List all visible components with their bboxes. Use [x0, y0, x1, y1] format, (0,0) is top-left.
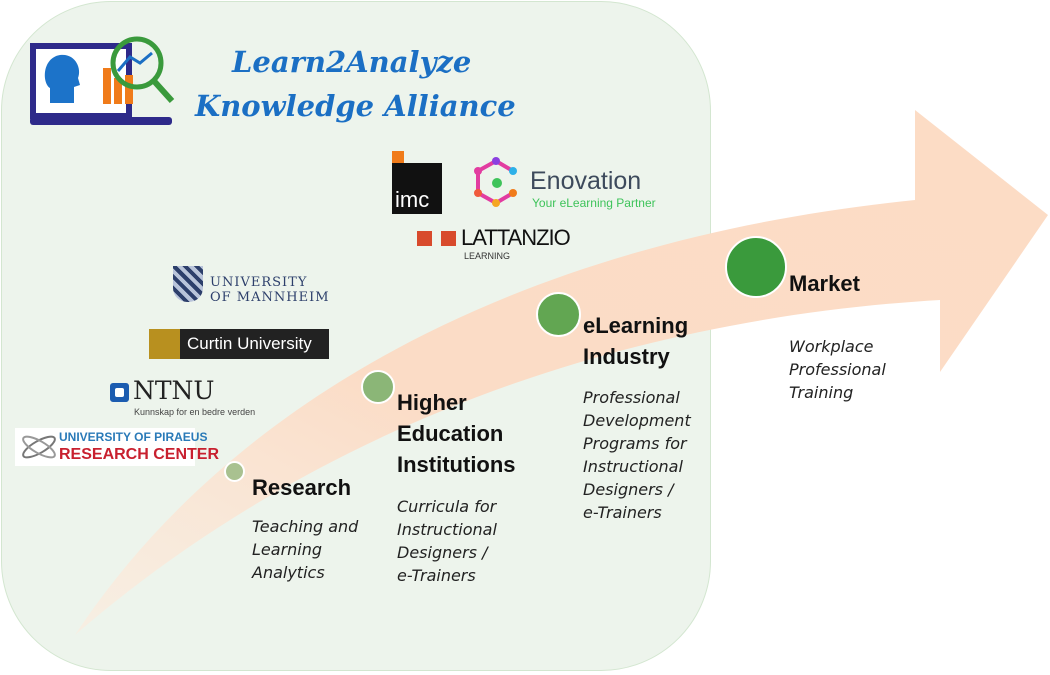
desc-line: Designers /	[397, 543, 488, 562]
desc-line: Programs for	[583, 434, 687, 453]
stage-research-title: Research	[252, 475, 352, 500]
desc-line: Designers /	[583, 480, 674, 499]
desc-line: Learning	[252, 540, 323, 559]
piraeus-line1: UNIVERSITY OF PIRAEUS	[59, 430, 208, 444]
desc-line: Workplace	[789, 337, 874, 356]
elearning-dot	[536, 292, 581, 337]
title-line1: Learn2Analyze	[232, 45, 472, 79]
desc-line: Development	[583, 411, 691, 430]
desc-line: Instructional	[397, 520, 497, 539]
enovation-tagline: Your eLearning Partner	[532, 196, 656, 210]
stage-market-title: Market	[789, 271, 860, 296]
mannheim-crest-icon	[173, 266, 203, 302]
lattanzio-sub: LEARNING	[464, 251, 511, 261]
desc-line: Instructional	[583, 457, 683, 476]
desc-line: e-Trainers	[583, 503, 662, 522]
title-line2: Knowledge Alliance	[195, 89, 516, 123]
mannheim-line1: UNIVERSITY	[210, 275, 308, 290]
ntnu-tagline: Kunnskap for en bedre verden	[134, 407, 256, 417]
desc-line: Professional	[583, 388, 680, 407]
mannheim-line2: OF MANNHEIM	[210, 290, 330, 305]
desc-line: e-Trainers	[397, 566, 476, 585]
enovation-name: Enovation	[530, 167, 642, 195]
market-dot	[725, 236, 787, 298]
lattanzio-mark-1	[417, 231, 432, 246]
imc-logo-mark	[392, 151, 404, 163]
ntnu-name: NTNU	[133, 376, 215, 405]
desc-line: Professional	[789, 360, 886, 379]
lattanzio-name: LATTANZIO	[461, 225, 571, 250]
title-line: Industry	[583, 344, 670, 369]
piraeus-line2: RESEARCH CENTER	[59, 446, 220, 463]
desc-line: Analytics	[252, 563, 325, 582]
research-dot	[224, 461, 245, 482]
curtin-crest-icon	[149, 329, 180, 359]
title-line: Education	[397, 421, 504, 446]
title-line: eLearning	[583, 313, 689, 338]
lattanzio-mark-2	[441, 231, 456, 246]
desc-line: Training	[789, 383, 854, 402]
ntnu-mark-icon	[110, 383, 129, 402]
learn2analyze-logo-icon	[30, 36, 175, 125]
curtin-logo: Curtin University	[180, 329, 329, 359]
imc-logo: imc	[392, 163, 442, 214]
enovation-logo-icon	[474, 157, 517, 207]
title-line: Institutions	[397, 452, 516, 477]
hei-dot	[361, 370, 395, 404]
desc-line: Curricula for	[397, 497, 497, 516]
piraeus-orbit-icon	[22, 435, 56, 459]
desc-line: Teaching and	[252, 517, 359, 536]
piraeus-logo: UNIVERSITY OF PIRAEUS RESEARCH CENTER	[15, 428, 219, 466]
title-line: Higher	[397, 390, 467, 415]
